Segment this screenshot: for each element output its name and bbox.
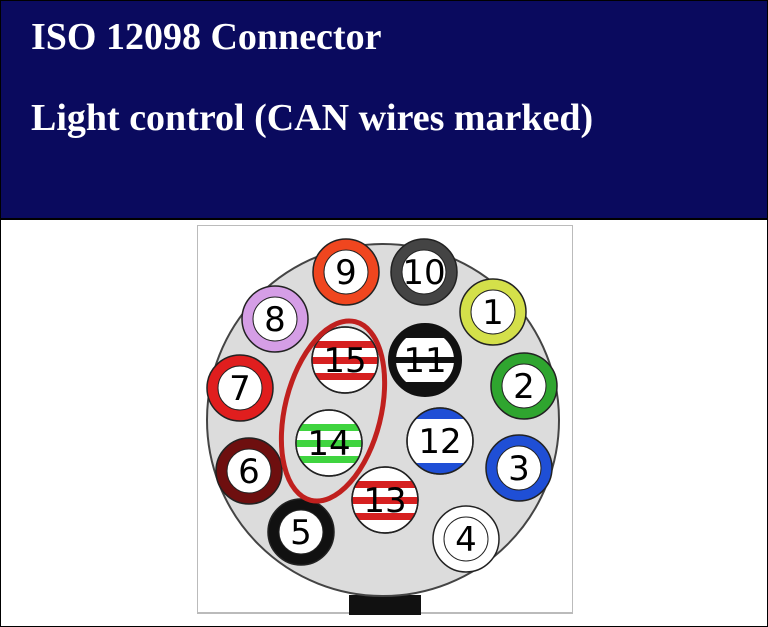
pin-4: 4 (432, 505, 500, 573)
pin-13-label: 13 (363, 481, 406, 521)
pin-14-label: 14 (307, 424, 350, 464)
pin-6: 6 (215, 437, 283, 505)
pin-7-label: 7 (229, 369, 251, 409)
title: ISO 12098 Connector (31, 16, 382, 58)
pin-10-label: 10 (402, 253, 445, 293)
can-wires-marker (278, 318, 388, 504)
pin-12: 12 (406, 407, 474, 475)
pin-5-label: 5 (290, 513, 312, 553)
pin-4-label: 4 (455, 520, 477, 560)
pin-13-stripes (352, 481, 418, 520)
pin-6-label: 6 (238, 452, 260, 492)
pin-10: 10 (390, 238, 458, 306)
pin-1-label: 1 (482, 293, 504, 333)
pin-1: 1 (459, 278, 527, 346)
pin-1-center (470, 289, 516, 335)
pin-2-label: 2 (513, 367, 535, 407)
pin-12-label: 12 (418, 422, 461, 462)
pin-9: 9 (312, 238, 380, 306)
pin-11: 11 (388, 323, 462, 397)
pin-8-label: 8 (264, 300, 286, 340)
pin-15: 15 (311, 326, 379, 394)
pin-15-label: 15 (323, 341, 366, 381)
header-banner: ISO 12098 Connector Light control (CAN w… (1, 1, 767, 220)
pin-13: 13 (351, 466, 419, 534)
pin-8-center (252, 296, 298, 342)
pin-11-label: 11 (403, 341, 446, 381)
pin-7: 7 (206, 354, 274, 422)
pin-5-center (278, 509, 324, 555)
pin-12-bands (407, 408, 473, 474)
pin-2-center (501, 363, 547, 409)
pin-10-center (401, 249, 447, 295)
pin-8: 8 (241, 285, 309, 353)
pin-7-center (217, 365, 263, 411)
pin-2: 2 (490, 352, 558, 420)
pin-14: 14 (295, 409, 363, 477)
pin-3-label: 3 (508, 449, 530, 489)
pin-11-bands (392, 327, 458, 393)
pin-9-label: 9 (335, 253, 357, 293)
subtitle: Light control (CAN wires marked) (31, 97, 594, 139)
pin-15-stripes (312, 341, 378, 380)
connector-key-tab (349, 595, 421, 615)
pin-14-stripes (296, 424, 362, 463)
pin-5: 5 (267, 498, 335, 566)
pin-6-center (226, 448, 272, 494)
pin-3-center (496, 445, 542, 491)
pin-9-center (323, 249, 369, 295)
pin-3: 3 (485, 434, 553, 502)
pin-4-center (443, 516, 489, 562)
